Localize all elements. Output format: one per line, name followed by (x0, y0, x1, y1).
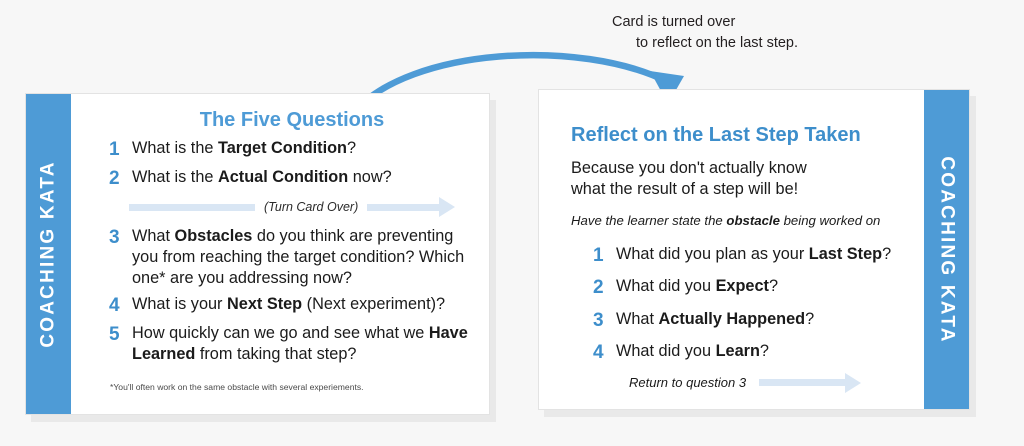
turn-card-over-band: (Turn Card Over) (129, 197, 479, 218)
plain-text: What did you plan as your (616, 245, 809, 264)
right-card-subnote: Have the learner state the obstacle bein… (571, 213, 914, 228)
right-spine-label: COACHING KATA (936, 155, 958, 344)
plain-text: ? (768, 277, 779, 296)
question-text: What Obstacles do you think are preventi… (132, 226, 475, 289)
emphasis-text: Actually Happened (658, 309, 806, 328)
plain-text: now? (348, 168, 392, 187)
plain-text: ? (347, 139, 357, 157)
plain-text: ? (805, 309, 815, 328)
question-number: 2 (593, 277, 604, 299)
question-text: What did you Expect? (616, 276, 778, 297)
left-card-title: The Five Questions (199, 109, 385, 131)
turn-arrow-head-icon (439, 197, 456, 218)
question-text: How quickly can we go and see what we Ha… (132, 323, 475, 365)
turn-card-over-label: (Turn Card Over) (264, 200, 359, 215)
plain-text: ? (882, 245, 892, 264)
emphasis-text: Last Step (808, 245, 883, 264)
emphasis-text: Learn (715, 341, 760, 360)
plain-text: What (616, 309, 659, 328)
five-questions-list-bottom: 3 What Obstacles do you think are prevent… (109, 226, 475, 364)
question-item: 4 What did you Learn? (593, 341, 914, 365)
question-item: 1 What did you plan as your Last Step? (593, 244, 914, 268)
plain-text: How quickly can we go and see what we (132, 323, 429, 342)
plain-text: What is the (132, 139, 218, 157)
question-item: 3 What Actually Happened? (593, 309, 914, 333)
question-text: What did you Learn? (616, 341, 769, 362)
plain-text: do you think are preventing you from rea… (132, 227, 465, 287)
left-card-spine: COACHING KATA (26, 94, 71, 414)
emphasis-text: Expect (715, 277, 769, 296)
caption-line-1: Card is turned over (612, 14, 736, 30)
plain-text: ? (759, 341, 769, 360)
plain-text: (Next experiment)? (302, 294, 446, 313)
question-number: 1 (109, 139, 120, 160)
question-item: 5 How quickly can we go and see what we H… (109, 323, 475, 365)
question-text: What is the Actual Condition now? (132, 167, 392, 188)
right-lead-line-2: what the result of a step will be! (571, 180, 799, 199)
question-number: 2 (109, 168, 120, 190)
curved-flow-arrow-icon (350, 51, 684, 115)
return-arrow-bar (759, 379, 846, 387)
question-number: 3 (593, 309, 604, 331)
question-number: 3 (109, 227, 120, 249)
turn-arrow-bar-left (129, 203, 255, 211)
question-number: 5 (109, 323, 120, 345)
right-card-body: Reflect on the Last Step Taken Because y… (539, 90, 924, 409)
question-number: 1 (593, 245, 604, 267)
question-text: What Actually Happened? (616, 309, 814, 330)
question-item: 4 What is your Next Step (Next experiment… (109, 294, 475, 318)
right-card-title: Reflect on the Last Step Taken (571, 124, 861, 146)
right-lead-line-1: Because you don't actually know (571, 159, 807, 177)
emphasis-text: Obstacles (174, 227, 253, 246)
question-number: 4 (593, 341, 604, 363)
plain-text: being worked on (779, 213, 881, 229)
question-text: What is your Next Step (Next experiment)… (132, 294, 445, 315)
emphasis-text: Target Condition (217, 139, 347, 157)
question-text: What is the Target Condition? (132, 138, 356, 159)
plain-text: Have the learner state the (571, 213, 727, 229)
question-number: 4 (109, 294, 120, 316)
return-arrow-head-icon (845, 372, 862, 393)
plain-text: What is the (132, 168, 218, 187)
turn-arrow-bar-right (367, 203, 440, 211)
right-card-lead: Because you don't actually know what the… (571, 158, 914, 200)
caption-line-2: to reflect on the last step. (636, 35, 799, 52)
coaching-kata-card-back: COACHING KATA Reflect on the Last Step T… (538, 89, 970, 410)
left-spine-label: COACHING KATA (37, 160, 59, 348)
plain-text: from taking that step? (195, 344, 357, 363)
emphasis-text: Next Step (227, 294, 303, 313)
return-label: Return to question 3 (629, 375, 747, 391)
right-card-spine: COACHING KATA (924, 90, 969, 409)
plain-text: What is your (132, 294, 228, 313)
caption-text: Card is turned over to reflect on the la… (612, 12, 798, 54)
plain-text: What did you (616, 277, 716, 296)
plain-text: What did you (616, 341, 716, 360)
emphasis-text: Have Learned (132, 323, 468, 363)
return-to-question-band: Return to question 3 (629, 372, 914, 393)
left-card-footnote: *You'll often work on the same obstacle … (110, 382, 364, 392)
plain-text: What (132, 227, 175, 246)
emphasis-text: obstacle (726, 213, 780, 229)
question-text: What did you plan as your Last Step? (616, 244, 891, 265)
question-item: 1 What is the Target Condition? (109, 138, 475, 162)
question-item: 2 What did you Expect? (593, 276, 914, 300)
emphasis-text: Actual Condition (217, 168, 349, 187)
question-item: 3 What Obstacles do you think are prevent… (109, 226, 475, 289)
question-item: 2 What is the Actual Condition now? (109, 167, 475, 191)
